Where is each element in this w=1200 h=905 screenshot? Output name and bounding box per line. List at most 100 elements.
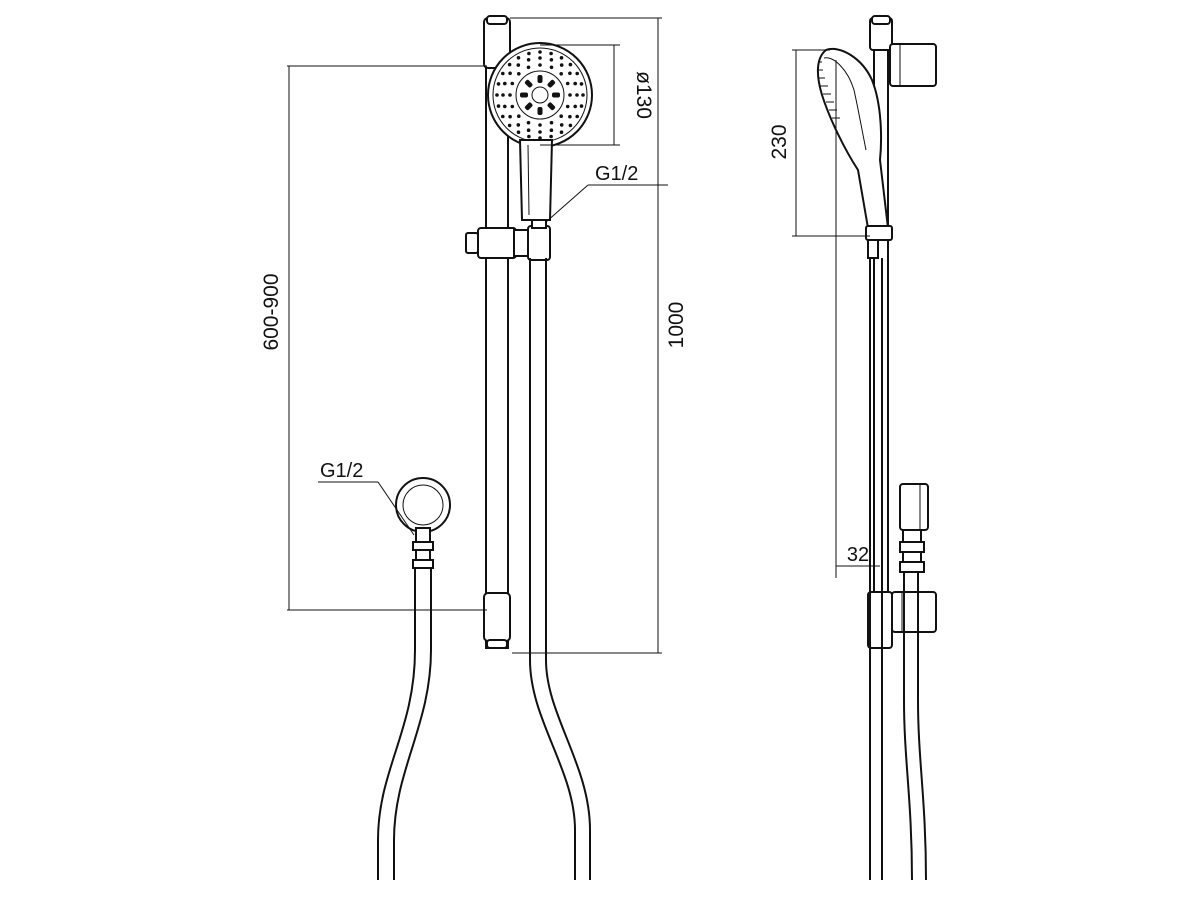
spray-nozzle <box>559 56 564 60</box>
dimension-head-diameter: ø130 <box>540 44 655 146</box>
spray-nozzle <box>510 81 515 86</box>
spray-nozzle <box>496 82 501 86</box>
spray-nozzle <box>568 62 573 67</box>
spray-nozzle <box>527 51 531 56</box>
label-adjustable-height: 600-900 <box>260 273 283 350</box>
spray-nozzle <box>538 63 542 67</box>
spray-nozzle <box>516 123 521 127</box>
spray-nozzle <box>565 81 570 86</box>
spray-nozzle <box>559 114 563 118</box>
spray-nozzle <box>526 120 531 125</box>
spray-nozzle <box>565 104 570 109</box>
spray-nozzle <box>573 81 577 86</box>
spray-nozzle <box>538 136 542 140</box>
spray-nozzle <box>516 63 521 67</box>
spray-nozzle <box>549 58 554 62</box>
massage-nozzle <box>537 107 543 115</box>
hose-left-inner <box>393 568 432 880</box>
spray-nozzle <box>538 56 542 60</box>
spray-nozzle <box>507 62 512 67</box>
spray-nozzle <box>538 50 542 54</box>
spray-nozzle <box>503 104 507 109</box>
spray-nozzle <box>568 114 572 119</box>
spray-nozzle <box>559 130 564 134</box>
side-top-bracket <box>889 43 937 87</box>
dimension-adjustable-height: 600-900 <box>260 65 487 611</box>
spray-nozzle <box>526 65 531 70</box>
shower-head-side <box>816 47 893 259</box>
front-view: 1000 600-900 ø130 G1/2 G1/2 <box>260 15 688 880</box>
label-thread-outlet: G1/2 <box>320 460 363 482</box>
spray-nozzle <box>568 123 573 128</box>
spray-nozzle <box>568 93 572 97</box>
thread-callout-head: G1/2 <box>545 163 668 223</box>
spray-nozzle <box>579 82 584 86</box>
hose-right <box>529 258 576 880</box>
spray-nozzle <box>510 104 515 109</box>
spray-nozzle <box>516 130 521 134</box>
massage-nozzle <box>547 79 556 88</box>
thread-callout-outlet: G1/2 <box>318 460 415 536</box>
hose-right-inner <box>545 258 591 880</box>
hose-left <box>377 568 416 880</box>
spray-nozzle <box>496 104 501 108</box>
spray-nozzle <box>579 104 584 108</box>
spray-nozzle <box>575 114 579 119</box>
label-rail-height: 1000 <box>665 302 688 349</box>
spray-nozzle <box>507 123 512 128</box>
spray-nozzle <box>575 71 579 76</box>
spray-nozzle <box>581 93 585 97</box>
label-thread-head: G1/2 <box>595 163 638 185</box>
side-view: 230 32 <box>768 15 937 881</box>
massage-nozzle <box>537 75 543 83</box>
spray-nozzle <box>526 128 531 132</box>
spray-nozzle <box>501 71 505 76</box>
spray-nozzle <box>559 123 564 127</box>
spray-nozzle <box>508 114 512 119</box>
spray-nozzle <box>549 134 553 139</box>
spray-nozzle <box>501 114 505 119</box>
spray-nozzle <box>573 104 577 109</box>
spray-nozzle <box>559 63 564 67</box>
wall-outlet <box>395 477 451 569</box>
spray-nozzle <box>549 120 554 125</box>
massage-nozzle <box>552 92 560 98</box>
spray-nozzle <box>575 93 579 97</box>
shower-head-front <box>487 42 593 148</box>
spray-nozzle <box>508 93 512 97</box>
side-hose-c <box>903 572 913 881</box>
label-head-diameter: ø130 <box>632 71 655 119</box>
shower-rail <box>483 15 511 649</box>
label-head-length: 230 <box>768 124 791 159</box>
dimension-projection: 32 <box>835 60 880 578</box>
spray-nozzle <box>517 114 521 118</box>
spray-nozzle <box>549 51 553 56</box>
spray-nozzle <box>503 81 507 86</box>
spray-nozzle <box>526 58 531 62</box>
dimension-rail-height: 1000 <box>510 17 688 654</box>
spray-nozzle <box>559 72 563 76</box>
massage-nozzle <box>547 102 556 111</box>
side-outlet <box>899 483 929 573</box>
side-hose-d <box>917 572 927 881</box>
massage-nozzle <box>520 92 528 98</box>
shower-handle-front <box>518 139 554 229</box>
spray-nozzle <box>549 128 554 132</box>
spray-nozzle <box>495 93 499 97</box>
spray-nozzle <box>538 130 542 134</box>
spray-nozzle <box>508 71 512 76</box>
massage-nozzle <box>524 102 533 111</box>
massage-nozzle <box>524 79 533 88</box>
spray-nozzle <box>517 72 521 76</box>
spray-nozzle <box>527 134 531 139</box>
sliding-bracket <box>465 225 551 261</box>
spray-nozzle <box>538 123 542 127</box>
dimension-head-length: 230 <box>768 49 870 237</box>
spray-nozzle <box>549 65 554 70</box>
label-projection: 32 <box>847 544 869 566</box>
spray-nozzle <box>568 71 572 76</box>
side-bottom-bracket <box>891 591 937 633</box>
spray-nozzle <box>501 93 505 97</box>
spray-nozzle <box>516 56 521 60</box>
